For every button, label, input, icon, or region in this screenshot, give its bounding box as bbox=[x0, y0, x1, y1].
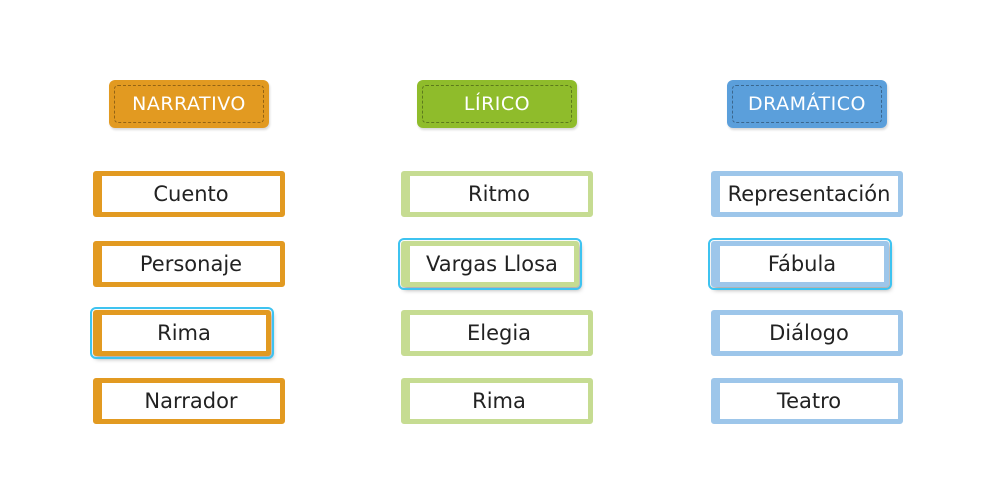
header-narrativo: NARRATIVO bbox=[109, 80, 269, 128]
card-elegia[interactable]: Elegia bbox=[401, 310, 593, 356]
card-fabula[interactable]: Fábula bbox=[708, 238, 892, 290]
card-teatro[interactable]: Teatro bbox=[711, 378, 903, 424]
card-personaje[interactable]: Personaje bbox=[93, 241, 285, 287]
column-lirico: LÍRICO Ritmo Vargas Llosa Elegia Rima bbox=[393, 0, 613, 497]
header-lirico: LÍRICO bbox=[417, 80, 577, 128]
card-vargas-llosa[interactable]: Vargas Llosa bbox=[398, 238, 582, 290]
card-narrador[interactable]: Narrador bbox=[93, 378, 285, 424]
card-dialogo[interactable]: Diálogo bbox=[711, 310, 903, 356]
column-narrativo: NARRATIVO Cuento Personaje Rima Narrador bbox=[85, 0, 305, 497]
card-cuento[interactable]: Cuento bbox=[93, 171, 285, 217]
card-rima-lirico[interactable]: Rima bbox=[401, 378, 593, 424]
card-ritmo[interactable]: Ritmo bbox=[401, 171, 593, 217]
card-representacion[interactable]: Representación bbox=[711, 171, 903, 217]
column-dramatico: DRAMÁTICO Representación Fábula Diálogo … bbox=[703, 0, 923, 497]
card-rima-narrativo[interactable]: Rima bbox=[90, 307, 274, 359]
header-dramatico: DRAMÁTICO bbox=[727, 80, 887, 128]
